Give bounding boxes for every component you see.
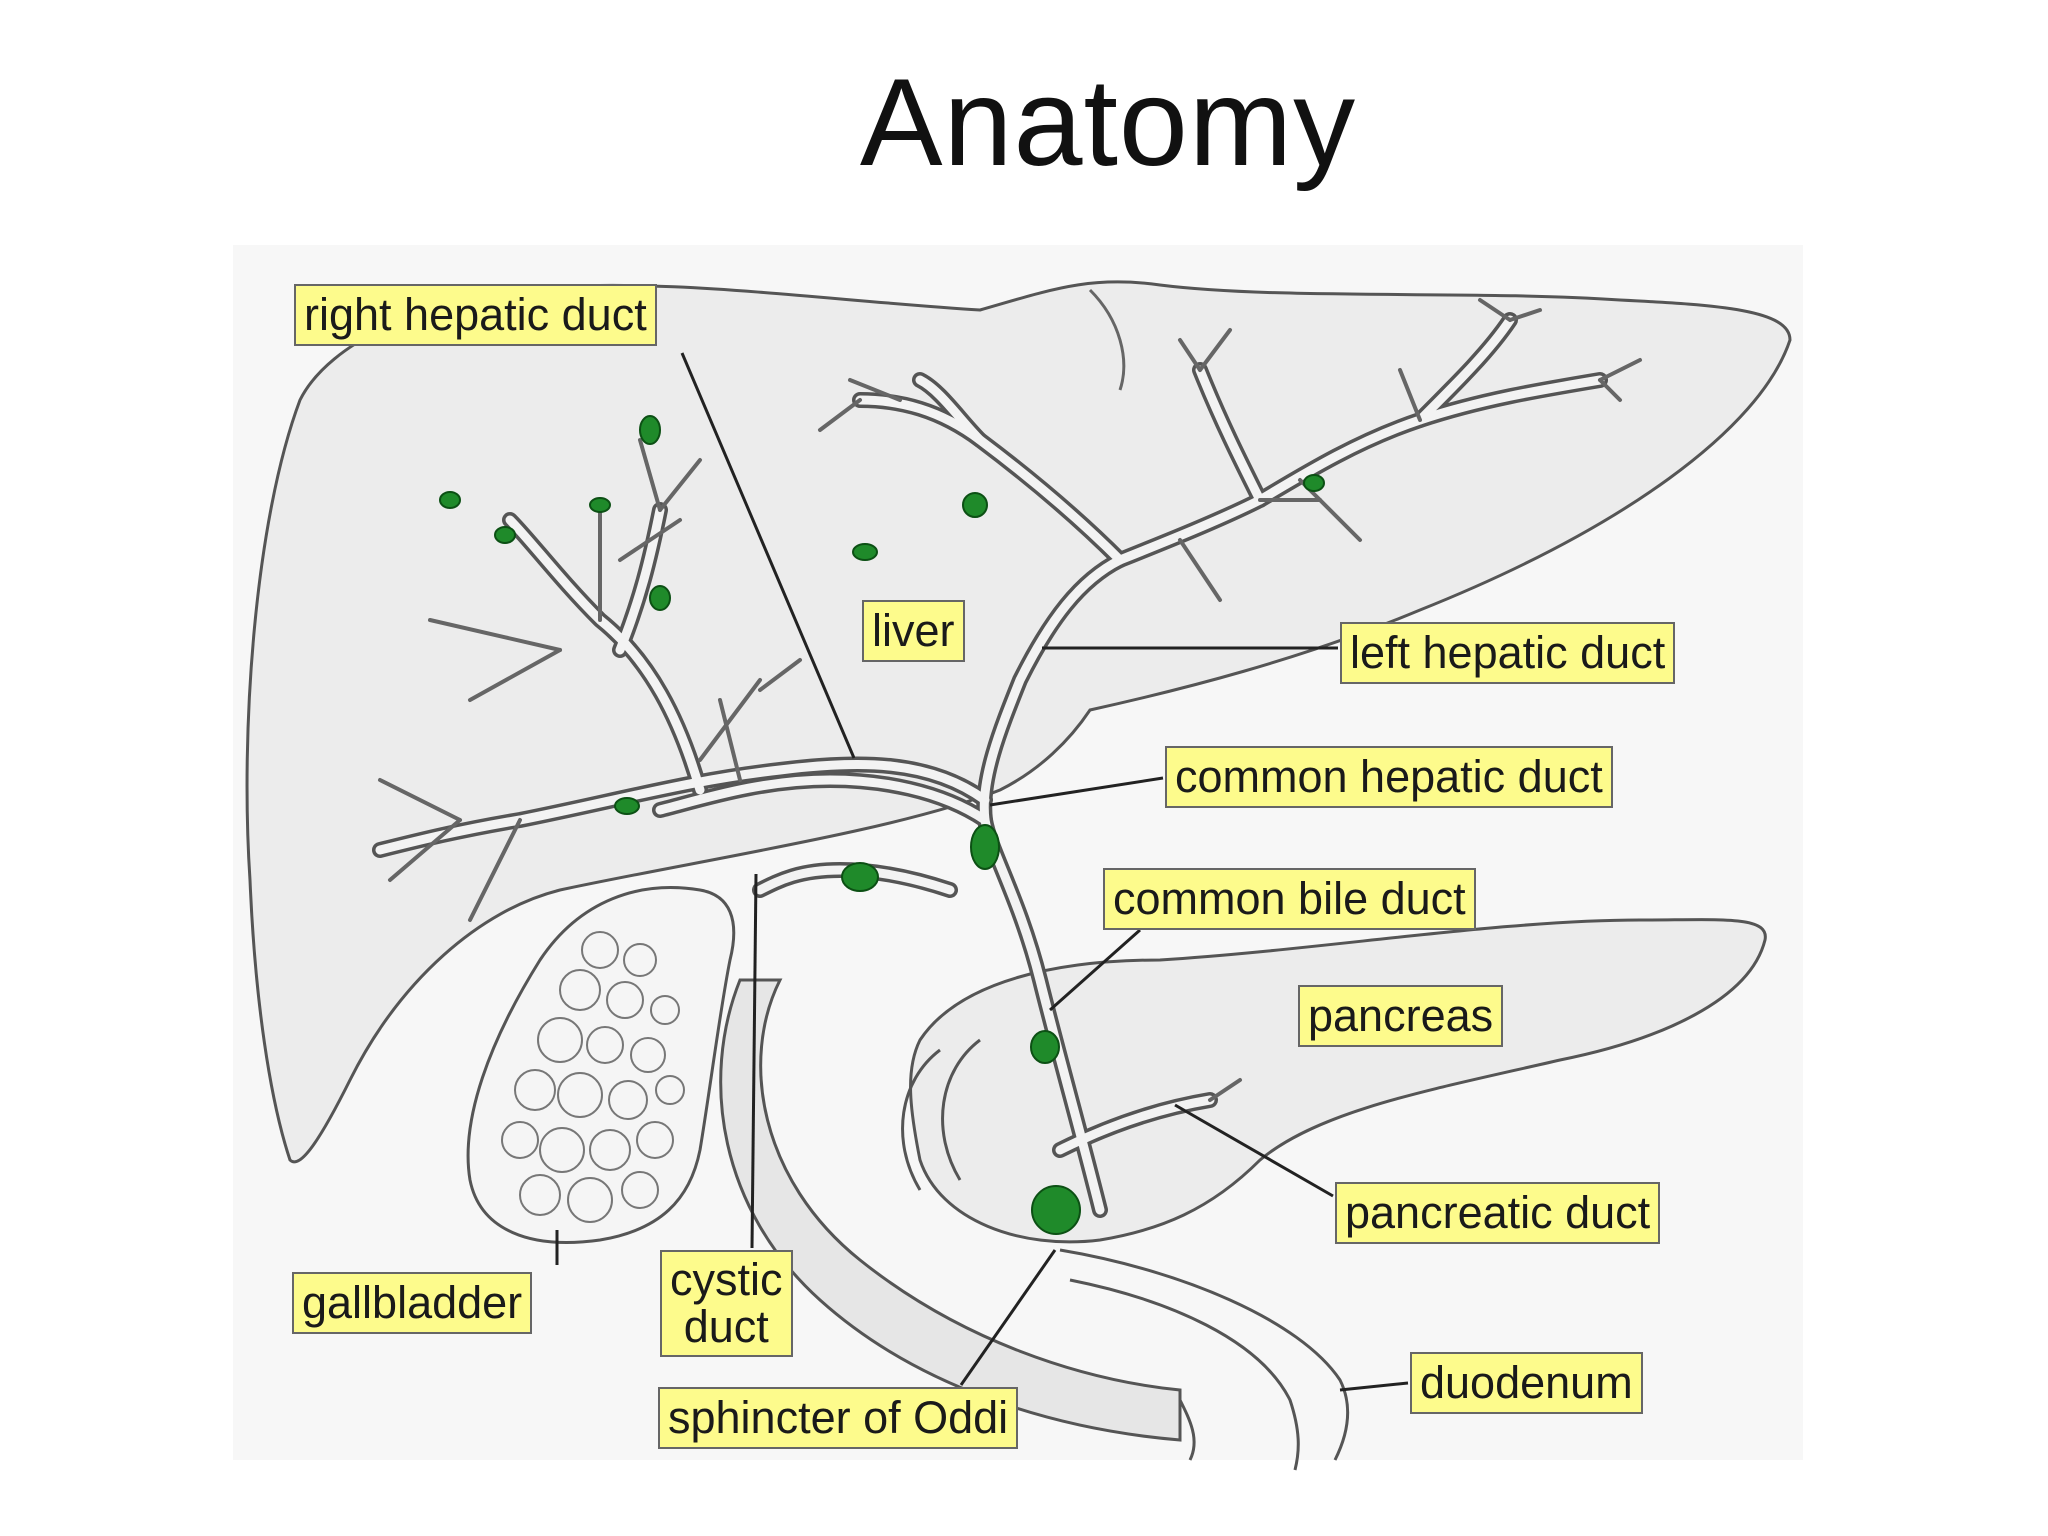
label-left-hepatic-duct: left hepatic duct [1340,622,1676,685]
label-liver: liver [862,600,965,663]
green-nodes [439,415,1325,1235]
pancreas-shape [909,918,1767,1244]
label-common-hepatic-duct: common hepatic duct [1165,746,1613,809]
label-pancreas: pancreas [1298,985,1504,1048]
label-right-hepatic-duct: right hepatic duct [294,284,657,347]
label-cystic-duct: cystic duct [660,1250,793,1357]
label-common-bile-duct: common bile duct [1103,868,1476,931]
page-title: Anatomy [859,54,1357,192]
liver-shape [245,280,1792,1164]
duodenum-shape [719,978,1182,1442]
leader-lines [555,352,1409,1392]
gallbladder-shape [466,886,736,1244]
label-sphincter-of-oddi: sphincter of Oddi [658,1387,1019,1450]
label-duodenum: duodenum [1410,1352,1643,1415]
label-gallbladder: gallbladder [292,1272,533,1335]
gallstones [501,931,685,1223]
label-pancreatic-duct: pancreatic duct [1335,1182,1661,1245]
